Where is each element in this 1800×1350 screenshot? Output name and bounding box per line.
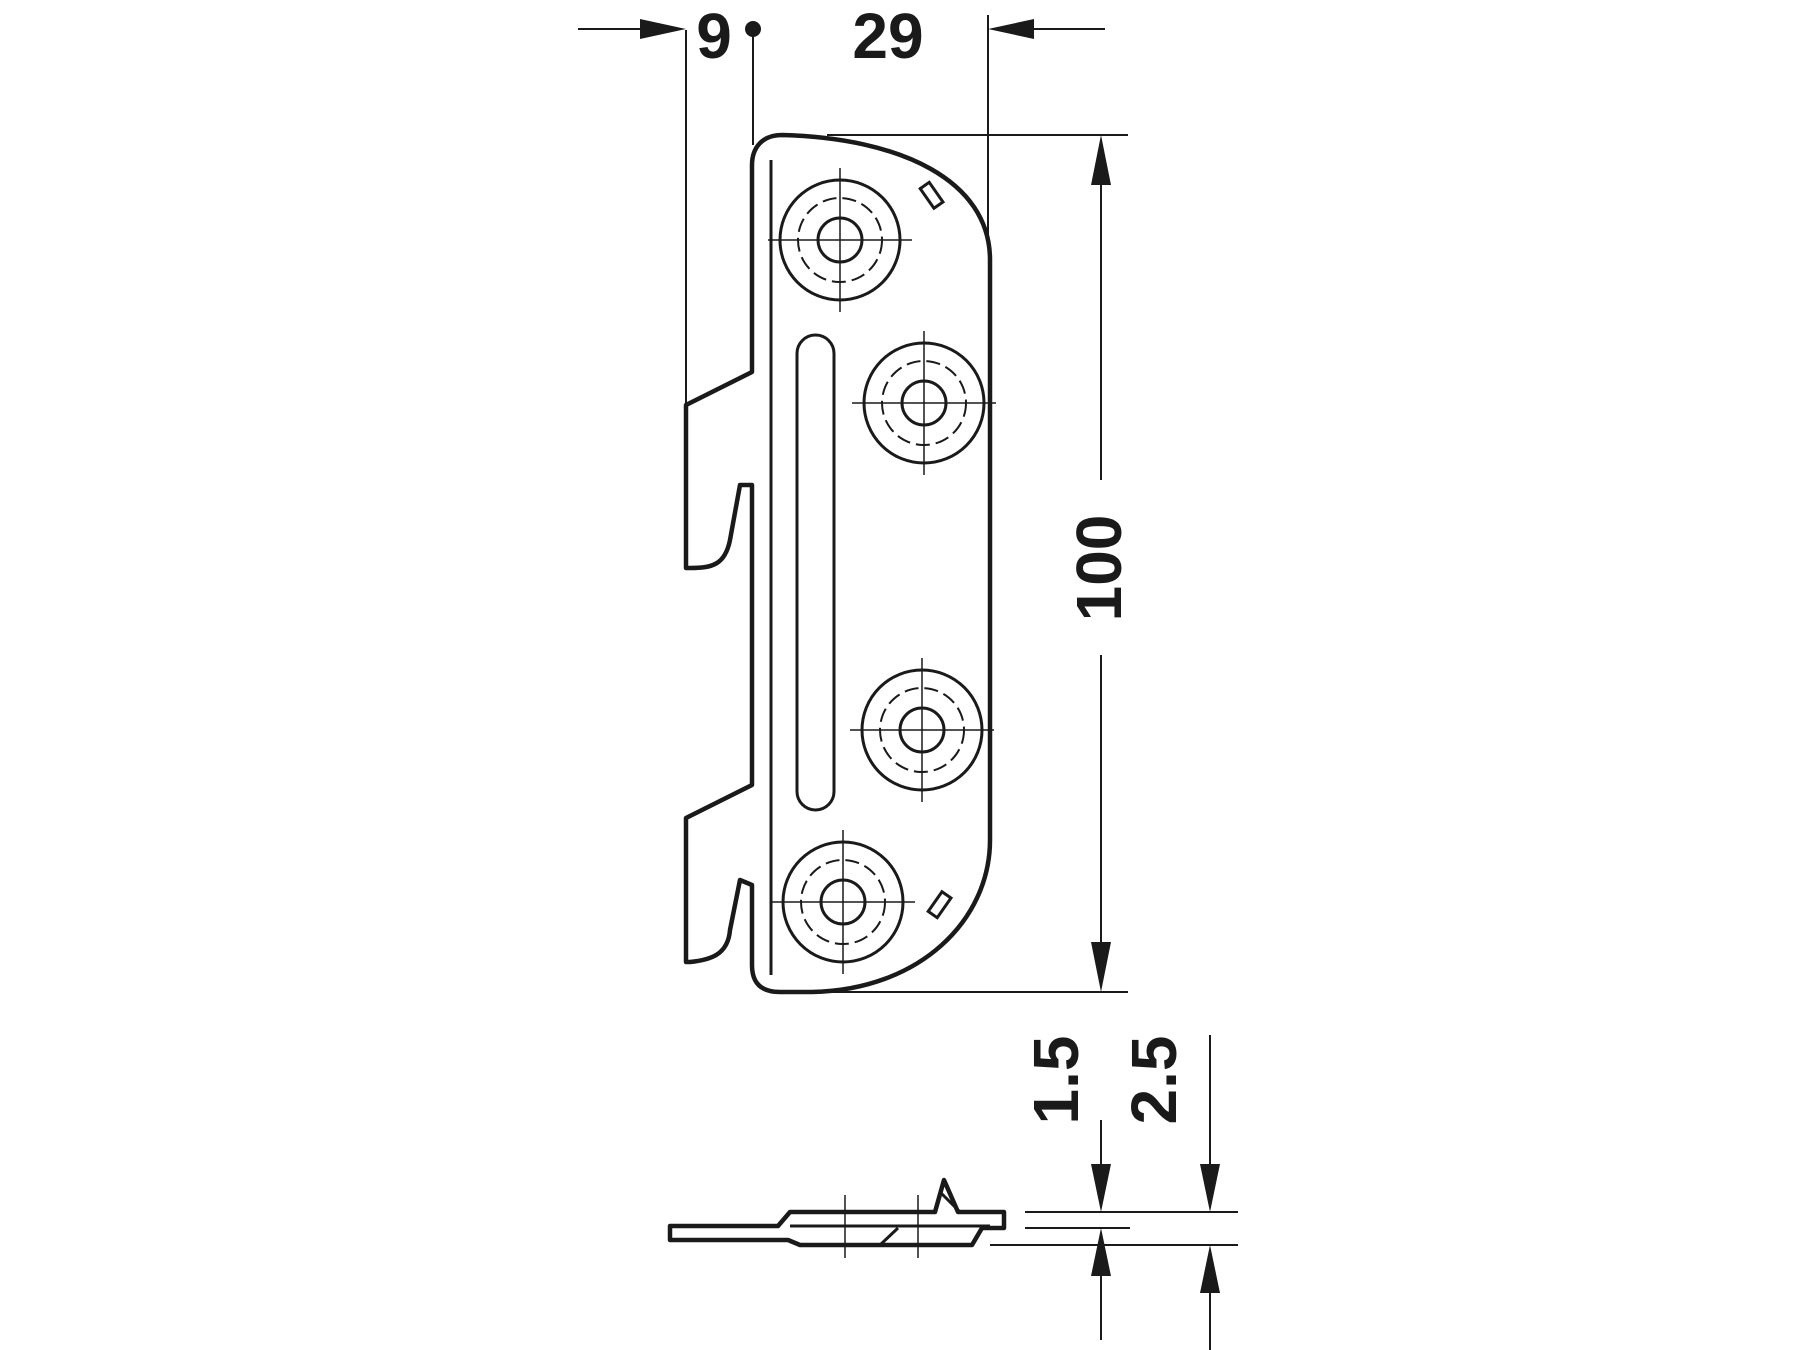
edge-mark-top: [918, 180, 946, 211]
edge-mark-bottom: [926, 889, 954, 920]
dimension-1-5-label: 1.5: [1020, 1036, 1092, 1125]
dimension-29-label: 29: [852, 0, 923, 72]
screw-hole-3: [850, 658, 994, 802]
profile-spike-line: [938, 1190, 962, 1214]
arrow-29: [988, 19, 1034, 39]
height-dimension-group: 100: [812, 134, 1135, 993]
dimension-2-5-label: 2.5: [1118, 1036, 1190, 1125]
screw-hole-4: [771, 830, 915, 974]
arrow-9: [640, 19, 686, 39]
arrow-2-5-top: [1200, 1164, 1220, 1212]
thickness-dimension-group: 1.5 2.5: [990, 1035, 1238, 1350]
dimension-100-label: 100: [1063, 515, 1135, 622]
arrow-1-5-top: [1091, 1164, 1111, 1212]
profile-outline: [667, 1177, 1007, 1248]
arrow-1-5-bottom: [1091, 1228, 1111, 1276]
arrow-100-top: [1091, 135, 1111, 185]
connector-plate: [683, 132, 996, 995]
dim-dot: [745, 21, 761, 37]
arrow-100-bottom: [1091, 942, 1111, 992]
screw-hole-2: [852, 331, 996, 475]
arrow-2-5-bottom: [1200, 1245, 1220, 1293]
side-profile: [667, 1177, 1007, 1258]
guide-slot: [795, 333, 836, 812]
screw-hole-1: [768, 168, 912, 312]
top-dimension-group: 9 29: [578, 0, 1105, 405]
profile-diagonal: [878, 1226, 900, 1247]
plate-outline: [683, 132, 993, 995]
dimension-9-label: 9: [696, 0, 732, 72]
